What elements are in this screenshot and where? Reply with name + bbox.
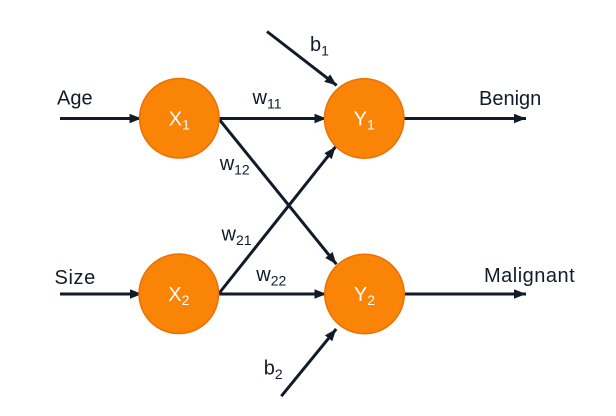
svg-text:Age: Age xyxy=(57,88,93,110)
svg-text:Malignant: Malignant xyxy=(484,265,575,287)
svg-text:Size: Size xyxy=(55,267,96,289)
svg-text:w11: w11 xyxy=(252,87,282,112)
svg-text:Benign: Benign xyxy=(479,88,541,110)
